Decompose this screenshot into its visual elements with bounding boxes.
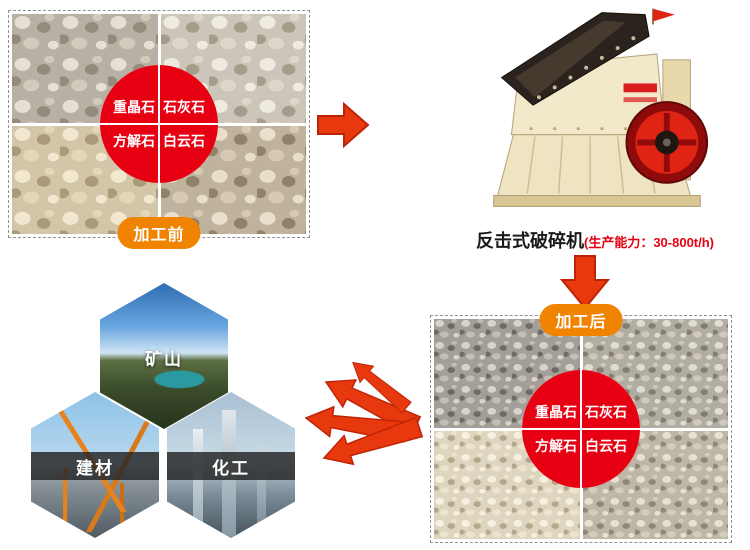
application-hex-mine: 矿山 [100,283,228,429]
before-processing-badge: 加工前 [117,217,201,249]
impact-crusher-image [478,6,714,214]
crushed-stone-photo-limestone [582,319,728,428]
raw-stone-photo-barite [12,14,158,123]
material-label-calcite: 方解石 [100,125,158,183]
raw-stone-photo-calcite [12,125,158,234]
after-materials-panel: 重晶石 石灰石 方解石 白云石 加工后 [430,304,732,543]
after-material-circle: 重晶石 石灰石 方解石 白云石 [522,370,640,488]
machine-name: 反击式破碎机 [475,231,584,251]
arrow-fan-left-icon [300,345,440,500]
arrow-down-icon [559,254,611,315]
before-photo-grid [12,14,306,234]
machine-caption: 反击式破碎机(生产能力：30-800t/h) [440,227,750,253]
hex-label-mine: 矿山 [145,350,183,369]
machine-capacity: (生产能力：30-800t/h) [583,235,715,250]
after-photo-grid [434,319,728,539]
arrow-right-icon [316,101,370,153]
before-materials-panel: 重晶石 石灰石 方解石 白云石 加工前 [8,10,310,249]
before-material-circle: 重晶石 石灰石 方解石 白云石 [100,65,218,183]
hex-label-chemical: 化工 [167,452,295,480]
after-processing-badge: 加工后 [539,304,623,336]
hex-label-building: 建材 [31,452,159,480]
